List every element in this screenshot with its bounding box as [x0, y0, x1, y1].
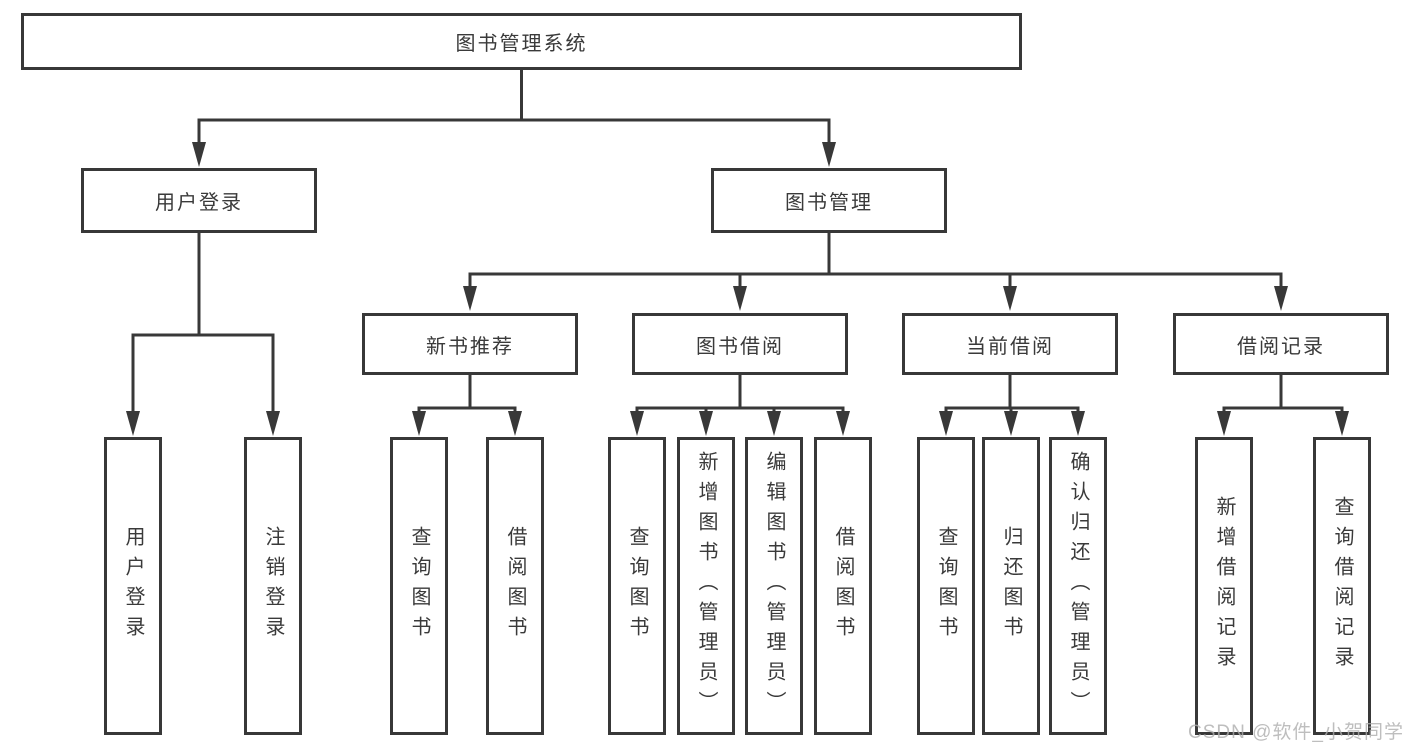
node-label: 当前借阅 — [966, 335, 1054, 358]
leaf-query-books-recommend: 查询图书 — [390, 437, 448, 735]
node-label: 新书推荐 — [426, 335, 514, 358]
leaf-label: 确认归还（管理员） — [1067, 451, 1089, 721]
node-label: 图书管理 — [785, 192, 873, 214]
leaf-add-book-admin: 新增图书（管理员） — [677, 437, 735, 735]
leaf-label: 新增借阅记录 — [1213, 496, 1235, 676]
arrowhead — [836, 411, 850, 436]
node-label: 图书借阅 — [696, 335, 784, 358]
leaf-query-books-borrowing: 查询图书 — [608, 437, 666, 735]
arrowhead — [266, 411, 280, 436]
csdn-watermark: CSDN @软件_小贺同学 — [1188, 722, 1404, 743]
arrowhead — [630, 411, 644, 436]
node-book-management: 图书管理 — [711, 168, 947, 233]
arrowhead — [1004, 411, 1018, 436]
node-library-management-system: 图书管理系统 — [21, 13, 1022, 70]
leaf-add-borrow-record: 新增借阅记录 — [1195, 437, 1253, 735]
leaf-label: 注销登录 — [262, 526, 284, 646]
arrowhead — [192, 142, 206, 167]
leaf-user-login: 用户登录 — [104, 437, 162, 735]
node-new-book-recommendation: 新书推荐 — [362, 313, 578, 375]
leaf-label: 借阅图书 — [504, 526, 526, 646]
leaf-label: 编辑图书（管理员） — [763, 451, 785, 721]
leaf-label: 查询图书 — [935, 526, 957, 646]
leaf-confirm-return-admin: 确认归还（管理员） — [1049, 437, 1107, 735]
arrowhead — [1071, 411, 1085, 436]
arrowhead — [1003, 286, 1017, 311]
connector-lines — [131, 69, 1344, 431]
leaf-edit-book-admin: 编辑图书（管理员） — [745, 437, 803, 735]
arrowhead — [1274, 286, 1288, 311]
node-label: 借阅记录 — [1237, 335, 1325, 358]
leaf-borrow-books-borrowing: 借阅图书 — [814, 437, 872, 735]
leaf-query-books-current: 查询图书 — [917, 437, 975, 735]
leaf-label: 查询借阅记录 — [1331, 496, 1353, 676]
arrowhead — [767, 411, 781, 436]
node-user-login: 用户登录 — [81, 168, 317, 233]
arrowhead — [126, 411, 140, 436]
leaf-borrow-books-recommend: 借阅图书 — [486, 437, 544, 735]
arrowhead — [463, 286, 477, 311]
node-borrowing-records: 借阅记录 — [1173, 313, 1389, 375]
leaf-logout: 注销登录 — [244, 437, 302, 735]
leaf-label: 借阅图书 — [832, 526, 854, 646]
leaf-label: 用户登录 — [122, 526, 144, 646]
arrowhead — [1217, 411, 1231, 436]
leaf-label: 查询图书 — [626, 526, 648, 646]
arrowhead — [508, 411, 522, 436]
leaf-query-borrow-record: 查询借阅记录 — [1313, 437, 1371, 735]
leaf-return-books: 归还图书 — [982, 437, 1040, 735]
leaf-label: 查询图书 — [408, 526, 430, 646]
leaf-label: 归还图书 — [1000, 526, 1022, 646]
node-current-borrowing: 当前借阅 — [902, 313, 1118, 375]
arrowhead — [699, 411, 713, 436]
arrowhead — [412, 411, 426, 436]
arrowhead — [939, 411, 953, 436]
leaf-label: 新增图书（管理员） — [695, 451, 717, 721]
node-label: 用户登录 — [155, 192, 243, 214]
arrowhead — [733, 286, 747, 311]
node-book-borrowing: 图书借阅 — [632, 313, 848, 375]
arrowheads — [126, 142, 1349, 436]
node-label: 图书管理系统 — [455, 33, 588, 55]
arrowhead — [1335, 411, 1349, 436]
arrowhead — [822, 142, 836, 167]
